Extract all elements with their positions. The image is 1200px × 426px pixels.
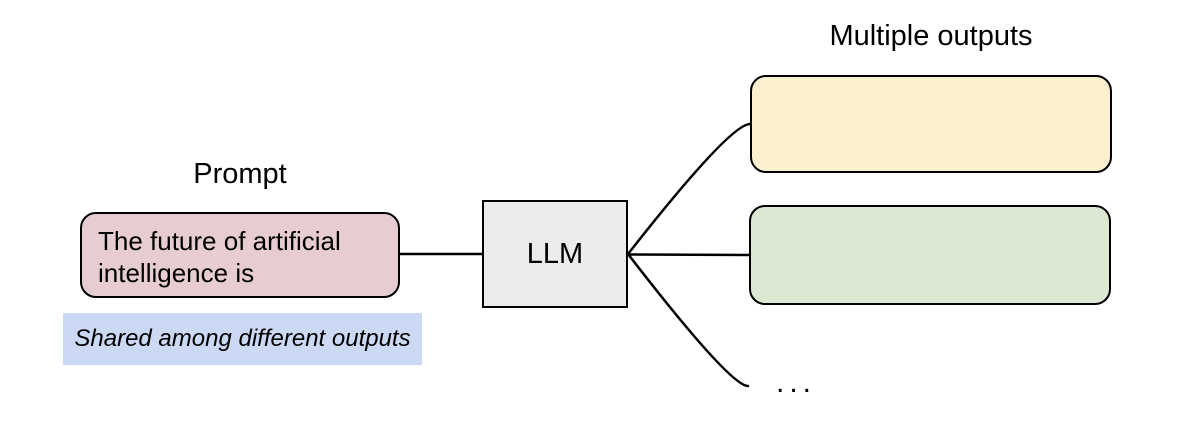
prompt-text: The future of artificial intelligence is: [98, 226, 341, 288]
output-box-top: [750, 75, 1112, 173]
connector-llm-to-output-middle: [626, 253, 752, 257]
llm-label: LLM: [526, 237, 584, 270]
connector-llm-to-output-top: [626, 122, 752, 256]
more-outputs-ellipsis: ...: [776, 366, 817, 399]
shared-note-text: Shared among different outputs: [74, 325, 411, 352]
connector-llm-to-more-outputs: [626, 252, 750, 388]
prompt-box: The future of artificial intelligence is: [80, 212, 400, 298]
prompt-title: Prompt: [193, 158, 287, 190]
llm-box: LLM: [482, 200, 628, 308]
outputs-title: Multiple outputs: [829, 20, 1033, 52]
output-box-bottom: [749, 205, 1111, 305]
shared-note-highlight: Shared among different outputs: [63, 313, 422, 365]
